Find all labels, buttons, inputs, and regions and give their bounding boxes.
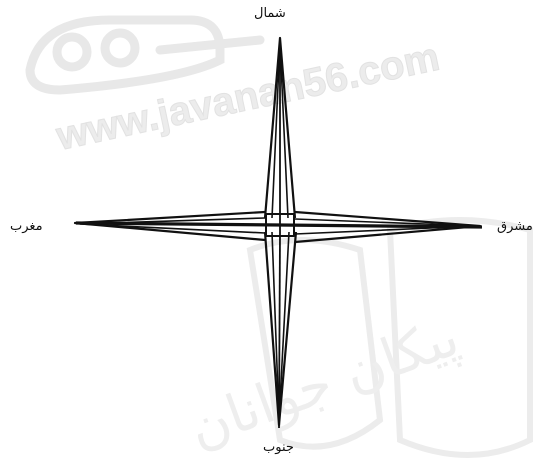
south-label: جنوب [263, 440, 294, 455]
watermark-persian: پیکان جوانان [180, 305, 466, 461]
east-label: مشرق [497, 219, 533, 234]
north-label: شمال [254, 6, 286, 21]
west-label: مغرب [10, 219, 43, 234]
south-arm-spine [279, 232, 280, 428]
